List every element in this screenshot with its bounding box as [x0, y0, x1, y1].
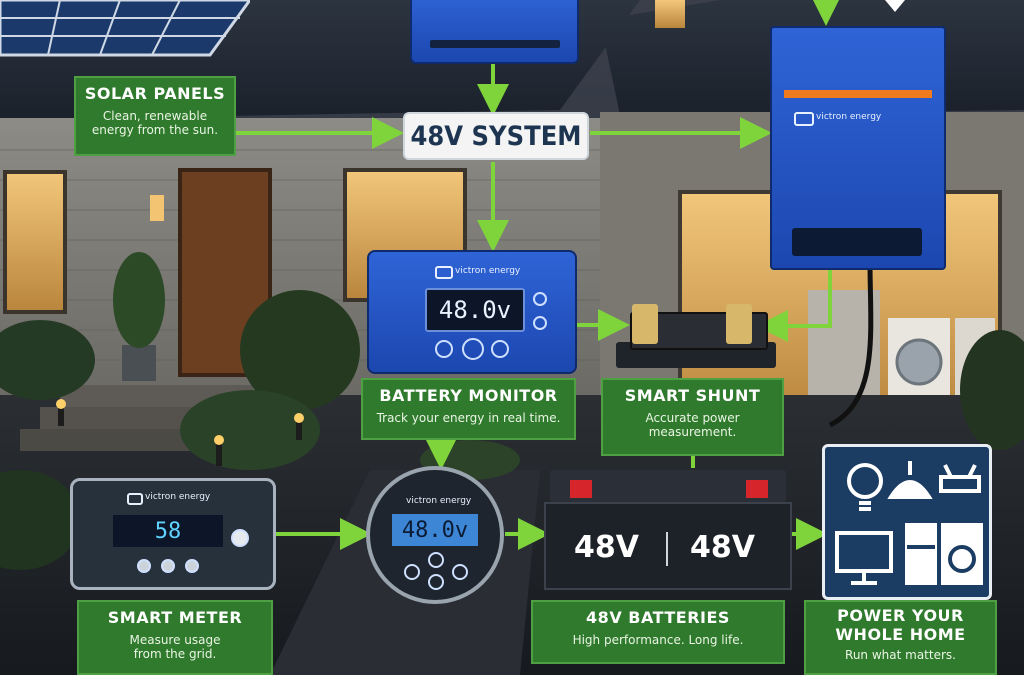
- smart-meter-label: SMART METER Measure usage from the grid.: [77, 600, 273, 675]
- monitor-button-2: [462, 338, 484, 360]
- victron-logo-icon: [127, 493, 143, 505]
- battery-monitor-subtitle: Track your energy in real time.: [376, 411, 561, 425]
- meter-button-3: [185, 559, 199, 573]
- round-button-right: [452, 564, 468, 580]
- ceiling-lamp-icon: [887, 461, 933, 499]
- round-monitor-device: victron energy 48.0v: [366, 466, 504, 604]
- battery-left-label: 48V: [574, 530, 639, 565]
- smart-shunt-device: [616, 300, 776, 372]
- bluetooth-icon: [533, 316, 547, 330]
- battery-monitor-display: 48.0v: [425, 288, 525, 332]
- smart-shunt-subtitle-line1: Accurate power: [645, 411, 740, 425]
- monitor-button-1: [435, 340, 453, 358]
- battery-monitor-brand: victron energy: [455, 266, 521, 276]
- battery-terminal-left: [570, 480, 592, 498]
- round-monitor-display: 48.0v: [392, 514, 478, 546]
- shunt-terminal-right: [726, 304, 752, 344]
- batteries-title: 48V BATTERIES: [586, 608, 730, 627]
- solar-panel-icon: [0, 0, 250, 58]
- solar-panels-label: SOLAR PANELS Clean, renewable energy fro…: [74, 76, 236, 156]
- home-title-line1: POWER YOUR: [837, 606, 964, 625]
- victron-logo-icon: [435, 266, 453, 279]
- smart-shunt-title: SMART SHUNT: [624, 386, 761, 405]
- shunt-terminal-left: [632, 304, 658, 344]
- refrigerator-icon: [905, 523, 937, 585]
- inverter-device: victron energy: [770, 26, 946, 270]
- home-title-line2: WHOLE HOME: [835, 625, 966, 644]
- meter-button-2: [161, 559, 175, 573]
- smart-meter-display: 58: [113, 515, 223, 547]
- battery-monitor-label: BATTERY MONITOR Track your energy in rea…: [361, 378, 576, 440]
- smart-shunt-subtitle-line2: measurement.: [648, 425, 737, 439]
- solar-subtitle-line1: Clean, renewable: [102, 109, 208, 123]
- battery-terminal-right: [746, 480, 768, 498]
- smart-shunt-label: SMART SHUNT Accurate power measurement.: [601, 378, 784, 456]
- monitor-button-3: [491, 340, 509, 358]
- monitor-side-button: [533, 292, 547, 306]
- smart-meter-title: SMART METER: [107, 608, 243, 627]
- tv-antenna-icon: [939, 464, 981, 493]
- top-controller-device: [410, 0, 579, 64]
- system-label: 48V SYSTEM: [403, 112, 589, 160]
- smart-meter-brand: victron energy: [145, 492, 211, 502]
- round-button-up: [428, 552, 444, 568]
- victron-logo-icon: [794, 112, 814, 126]
- inverter-brand: victron energy: [816, 112, 882, 122]
- batteries-label: 48V BATTERIES High performance. Long lif…: [531, 600, 785, 664]
- monitor-icon: [835, 531, 893, 585]
- batteries-subtitle: High performance. Long life.: [572, 633, 744, 647]
- battery-monitor-title: BATTERY MONITOR: [379, 386, 558, 405]
- meter-button-big: [231, 529, 249, 547]
- solar-subtitle-line2: energy from the sun.: [91, 123, 219, 137]
- washing-machine-icon: [941, 523, 983, 585]
- battery-right-label: 48V: [690, 530, 755, 565]
- smart-meter-subtitle-line1: Measure usage: [129, 633, 221, 647]
- battery-monitor-device: victron energy 48.0v: [367, 250, 577, 374]
- battery-divider: [666, 532, 668, 566]
- smart-meter-device: victron energy 58: [70, 478, 276, 590]
- smart-meter-subtitle-line2: from the grid.: [133, 647, 217, 661]
- solar-title: SOLAR PANELS: [84, 84, 226, 103]
- light-bulb-icon: [847, 463, 883, 511]
- round-button-down: [428, 574, 444, 590]
- round-monitor-brand: victron energy: [406, 496, 472, 506]
- home-label: POWER YOUR WHOLE HOME Run what matters.: [804, 600, 997, 675]
- home-subtitle: Run what matters.: [845, 648, 956, 662]
- round-button-left: [404, 564, 420, 580]
- meter-button-1: [137, 559, 151, 573]
- inverter-orange-stripe: [784, 90, 932, 98]
- battery-bank: 48V 48V: [544, 470, 792, 590]
- home-appliances-panel: [822, 444, 992, 600]
